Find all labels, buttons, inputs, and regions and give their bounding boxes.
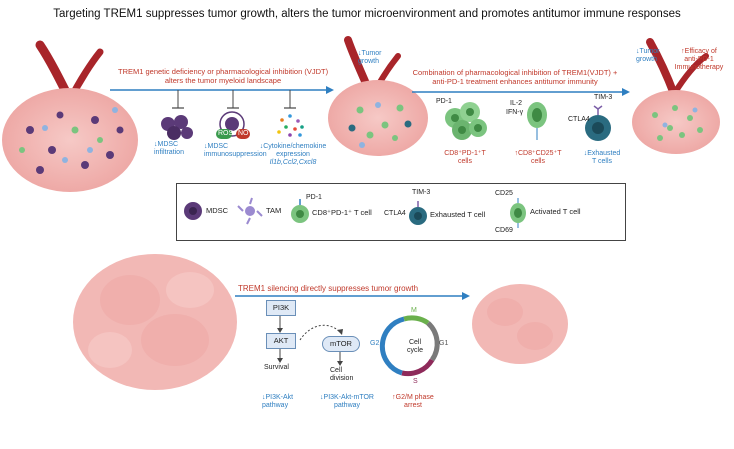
arrow-silencing [235,292,470,300]
legend-cd8-pd1-label: CD8⁺PD-1⁺ T cell [312,208,372,217]
legend-exhausted-label: Exhausted T cell [430,210,486,219]
legend-activated-icon [510,198,526,228]
no-label: NO [238,130,249,137]
legend-tam-label: TAM [266,206,282,215]
legend-ctla4-label: CTLA4 [384,210,406,217]
legend-mdsc-icon [184,202,202,220]
cytokine-dots-icon [277,114,304,137]
tumor-trem1-inhibited [328,36,428,156]
tumor-growth-label-1: ↓Tumor growth [358,50,382,66]
legend-box [176,183,626,241]
ros-label: ROS [218,130,234,137]
phase-m-label: M [411,307,417,314]
pi3k-akt-pathway-label: ↓PI3K-Akt pathway [262,394,294,410]
phase-s-label: S [413,378,418,385]
legend-pd1-label: PD-1 [306,194,322,201]
cd8-cd25-cells-label: ↑CD8⁺CD25⁺T cells [514,150,562,166]
tumor-untreated [2,40,138,192]
cell-division-label: Cell division [330,367,354,383]
ifng-label: IFN-γ [506,109,524,116]
activated-t-cell-icon [527,102,547,140]
pi3k-akt-mtor-pathway-label: ↓PI3K-Akt-mTOR pathway [320,394,374,410]
pd1-label: PD-1 [436,98,452,105]
tim3-label: TIM-3 [594,94,613,101]
legend-activated-label: Activated T cell [530,207,581,216]
il2-label: IL-2 [510,100,523,107]
legend-cd8-pd1-icon [291,199,309,223]
arrow1-label-line2: alters the tumor myeloid landscape [164,76,282,85]
tumor-growth-label-2: ↓Tumor growth [636,48,660,64]
exhausted-t-cell-icon [585,105,611,141]
cd8-pd1-cells-label: CD8⁺PD-1⁺T cells [444,150,486,166]
cytokine-genes-label: Il1b,Ccl2,Cxcl8 [269,159,317,166]
efficacy-label: ↑Efficacy of anti-PD-1 Immunotherapy [674,48,724,72]
arrow-combination [412,88,630,96]
arrow2-label-line2: anti-PD-1 treatment enhances antitumor i… [432,77,598,86]
phase-g1-label: G1 [439,340,449,347]
survival-label: Survival [264,364,289,371]
tumor-large [73,254,237,390]
cell-cycle-ring [379,315,440,377]
ctla4-label: CTLA4 [568,116,590,123]
mdsc-immunosuppression-label: ↓MDSC immunosuppression [204,143,267,159]
phase-g2-label: G2 [370,340,380,347]
cytokine-label-line2: expression [276,151,310,158]
cytokine-label-line1: ↓Cytokine/chemokine [259,143,327,150]
exhausted-cells-label: ↓Exhausted T cells [583,150,621,166]
legend-mdsc-label: MDSC [206,206,229,215]
cd8-pd1-cluster-icon [445,102,487,140]
legend-tam-icon [237,197,263,225]
arrow2-label-line1: Combination of pharmacological inhibitio… [412,68,618,77]
tumor-small [472,284,568,364]
g2m-arrest-label: ↑G2/M phase arrest [392,394,434,410]
pathway-arrows [277,314,343,366]
legend-tim3-label: TIM-3 [412,189,431,196]
tumor-combination [632,38,720,154]
figure-title: Targeting TREM1 suppresses tumor growth,… [53,8,681,20]
legend-exhausted-icon [409,201,427,225]
pi3k-box: PI3K [266,300,296,316]
arrow-myeloid [110,86,334,109]
cell-cycle-center-label: Cell cycle [407,339,423,355]
mdsc-cluster-icon [161,115,193,140]
arrow1-label-line1: TREM1 genetic deficiency or pharmacologi… [118,67,329,76]
mtor-box: mTOR [322,336,360,352]
mdsc-infiltration-label: ↓MDSC infiltration [154,141,184,157]
legend-cd69-label: CD69 [495,227,513,234]
akt-box: AKT [266,333,296,349]
silencing-arrow-label: TREM1 silencing directly suppresses tumo… [238,284,419,293]
legend-cd25-label: CD25 [495,190,513,197]
mdsc-ros-no-icon [216,111,250,139]
